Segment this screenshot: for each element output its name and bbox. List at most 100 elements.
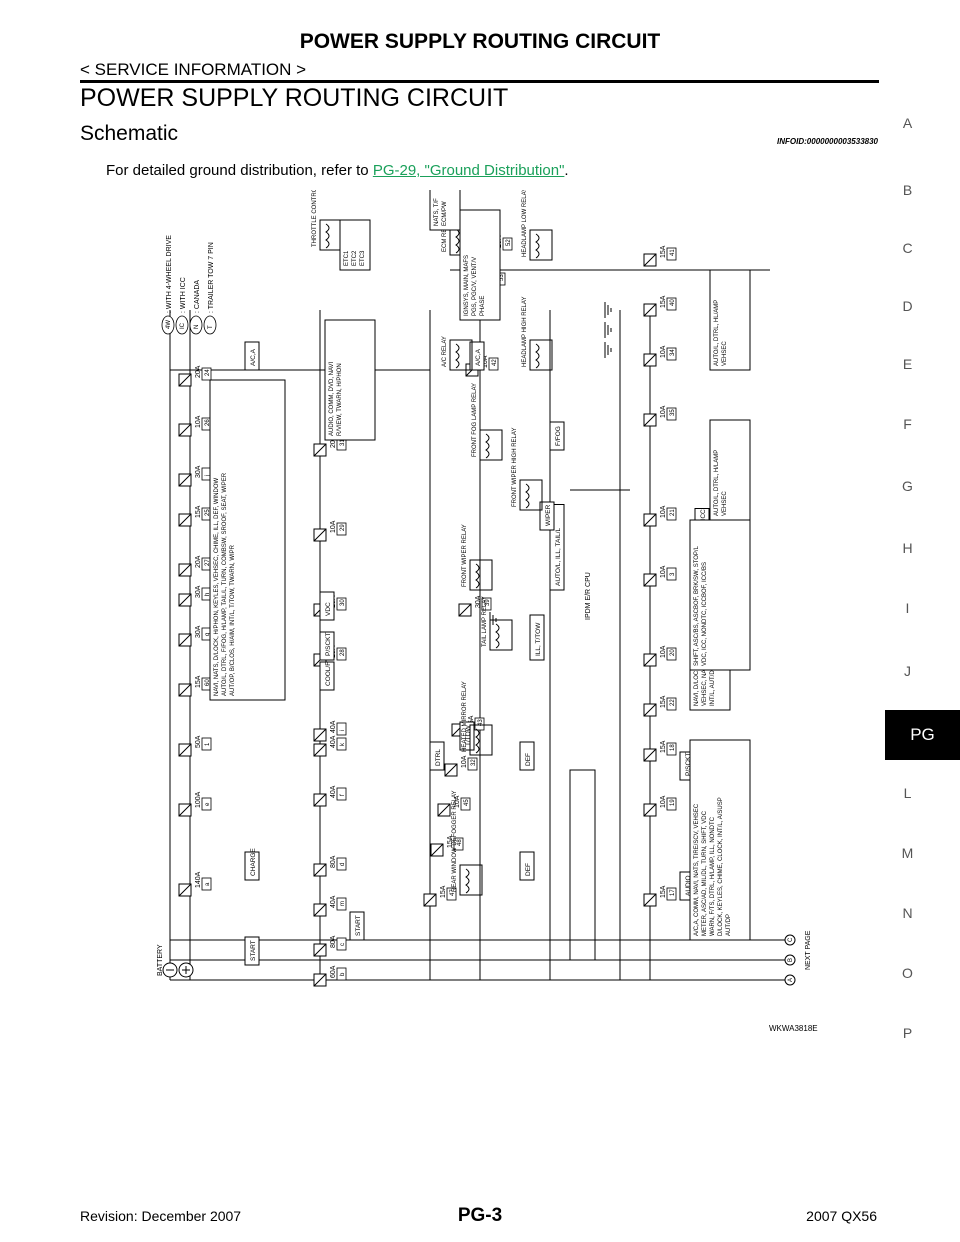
fuse-id-box: [467, 757, 478, 771]
index-letter-a[interactable]: A: [902, 115, 913, 131]
fuse-amp: 30A: [195, 585, 202, 598]
circuit-label: CHARGE: [250, 848, 257, 876]
index-letter-d[interactable]: D: [902, 298, 913, 314]
circuit-box: [319, 591, 335, 621]
index-letter-p[interactable]: P: [902, 1025, 913, 1041]
index-letter-m[interactable]: M: [901, 845, 914, 861]
circuit-group-line: WARN, F/TS, DTRL, H/LAMP, ILL, NONDTC: [710, 816, 716, 936]
circuit-box: [349, 911, 365, 941]
fuse-amp: 10A: [660, 565, 667, 578]
schematic-title: Schematic: [80, 122, 179, 145]
fuse-id: 39: [485, 599, 491, 606]
circuit-group-box: [709, 269, 751, 371]
circuit-box: [244, 936, 260, 966]
index-letter-l[interactable]: L: [903, 785, 912, 801]
circuit-group-line: AUDIO, COMM, DVD, NAVI: [329, 361, 335, 436]
relay-coil-frame: [479, 429, 503, 461]
relay-coil: [475, 728, 480, 754]
index-letter-i[interactable]: I: [905, 600, 910, 616]
circuit-label: ILL, T/TOW: [535, 622, 542, 656]
connector-letter: C: [788, 937, 794, 942]
relay-coil-frame: [529, 339, 553, 371]
fuse-id-box: [666, 407, 677, 421]
circuit-label: DEF: [525, 863, 532, 876]
fuse-amp: 30A: [475, 595, 482, 608]
relay-coil-frame: [449, 339, 473, 371]
index-letter-j[interactable]: J: [904, 663, 911, 679]
relay-label: REAR WINDOW DEFOGGER RELAY: [452, 790, 458, 892]
fuse-amp: 15A: [195, 505, 202, 518]
circuit-group-box: [459, 209, 501, 321]
circuit-group-line: AUT/DP: [726, 914, 732, 936]
relay-label: A/C RELAY: [442, 336, 448, 367]
index-letter-n[interactable]: N: [902, 905, 913, 921]
fuse-id: 34: [670, 349, 676, 356]
fuse-id: f: [340, 794, 346, 796]
circuit-group-box: [339, 219, 371, 271]
index-letter-h[interactable]: H: [902, 540, 913, 556]
relay-coil: [485, 433, 490, 459]
fuse-amp: 10A: [660, 345, 667, 358]
fuse-id: 19: [670, 799, 676, 806]
legend-marker-4w: [161, 315, 175, 335]
circuit-label: START: [355, 915, 362, 936]
ground-distribution-link[interactable]: PG-29, "Ground Distribution": [372, 162, 565, 179]
footer-model: 2007 QX56: [806, 1208, 877, 1224]
section-title: POWER SUPPLY ROUTING CIRCUIT: [80, 84, 509, 112]
relay-coil: [455, 343, 460, 369]
fuse-element: [313, 528, 327, 542]
fuse-id-box: [474, 717, 485, 731]
circuit-box: [429, 741, 445, 771]
circuit-label: F/FOG: [555, 426, 562, 446]
relay-coil: [465, 868, 470, 894]
index-tab-active[interactable]: PG: [885, 710, 960, 760]
fuse-element: [178, 743, 192, 757]
fuse-id: i: [340, 730, 346, 731]
circuit-group-line: ETC3: [360, 250, 366, 266]
fuse-amp: 20A: [330, 435, 337, 448]
fuse-element: [178, 513, 192, 527]
fuse-id-box: [336, 897, 347, 911]
index-letter-b[interactable]: B: [902, 182, 913, 198]
index-letter-c[interactable]: C: [902, 240, 913, 256]
circuit-label: COOL/F: [325, 662, 332, 686]
index-letter-g[interactable]: G: [902, 478, 913, 494]
index-letter-f[interactable]: F: [903, 416, 912, 432]
fuse-id-box: [666, 697, 677, 711]
circuit-label: DTRL: [435, 749, 442, 766]
fuse-amp: 60A: [330, 965, 337, 978]
circuit-box: [244, 851, 260, 881]
fuse-amp: 15A: [660, 885, 667, 898]
fuse-amp: 15A: [660, 740, 667, 753]
fuse-element: [313, 903, 327, 917]
index-letter-o[interactable]: O: [902, 965, 913, 981]
relay-coil: [455, 228, 460, 254]
header-rule: [80, 80, 879, 83]
fuse-amp: 20A: [195, 365, 202, 378]
circuit-box: [519, 741, 535, 771]
relay-coil-frame: [469, 559, 493, 591]
index-letter-e[interactable]: E: [902, 356, 913, 372]
fuse-id-box: [201, 367, 212, 381]
fuse-id-box: [336, 597, 347, 611]
footer-revision: Revision: December 2007: [80, 1208, 242, 1224]
circuit-group-box: [689, 519, 751, 671]
ipdm-label: IPDM E/R CPU: [585, 572, 592, 620]
legend-code: 4W: [166, 320, 172, 329]
legend-label: : WITH 4-WHEEL DRIVE: [166, 235, 173, 313]
relay-label: FRONT FOG LAMP RELAY: [472, 383, 478, 457]
